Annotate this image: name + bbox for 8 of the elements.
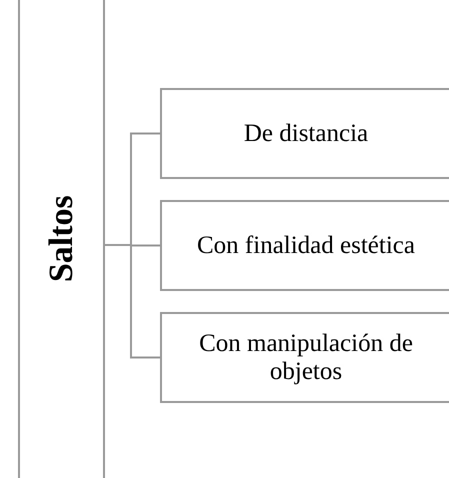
category-box <box>18 0 105 478</box>
item-label: Con finalidad estética <box>197 232 415 260</box>
item-label: Con manipulación de objetos <box>198 330 414 385</box>
category-title: Saltos <box>42 196 80 282</box>
item-box <box>160 88 449 179</box>
item-box <box>160 312 449 403</box>
item-box <box>160 200 449 291</box>
item-label: De distancia <box>244 120 368 148</box>
